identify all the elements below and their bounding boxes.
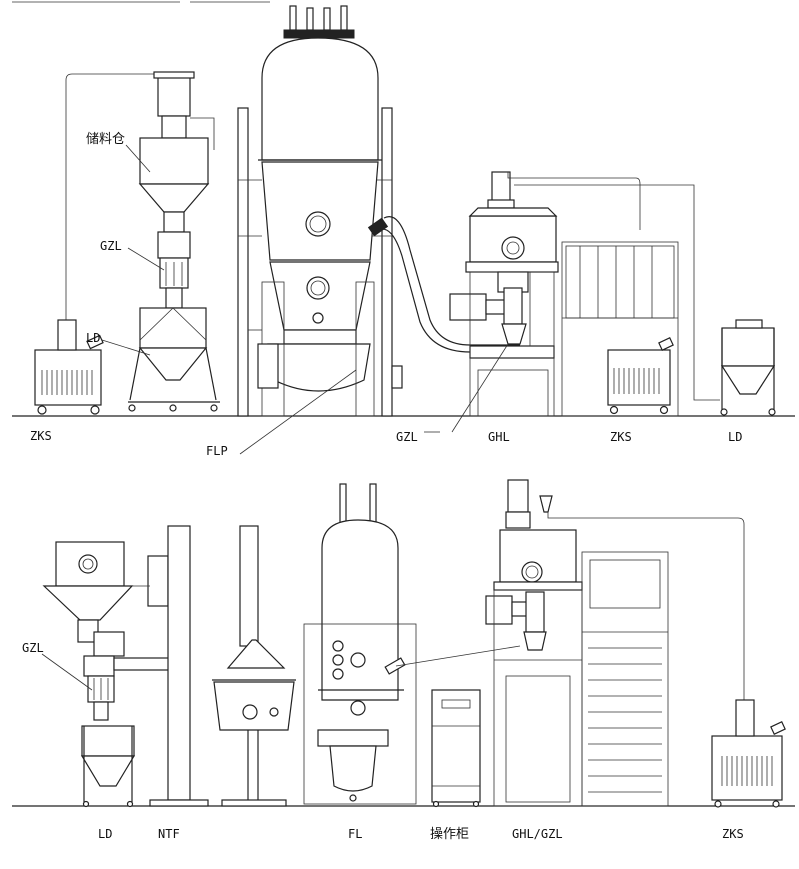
label-storage-bin: 储料仓: [86, 132, 125, 147]
label-gzl-mid: GZL: [396, 430, 418, 444]
fl-fluid-bed-dryer: [303, 483, 417, 805]
flp-fluid-bed-granulator: [237, 5, 403, 417]
zks-vacuum-unit-bottom: [711, 699, 786, 808]
vacuum-pipe-left: [65, 73, 160, 320]
label-control-cabinet: 操作柜: [430, 826, 469, 842]
label-ghl: GHL: [488, 430, 510, 444]
operating-platform: [581, 551, 669, 807]
gzl-transfer-pipe: [383, 216, 520, 346]
bottom-row: GZL LD NTF FL 操作柜 GHL/GZL ZKS: [12, 479, 795, 842]
label-zks: ZKS: [722, 827, 744, 841]
ntf-lift-column: [149, 525, 209, 807]
label-gzl: GZL: [22, 641, 44, 655]
label-fl: FL: [348, 827, 362, 841]
label-flp: FLP: [206, 444, 228, 458]
storage-bin-stack: [128, 71, 220, 412]
control-cabinet: [431, 689, 481, 808]
ghl-gzl-mixer: [485, 479, 583, 807]
ghl-high-shear-mixer: [449, 171, 559, 417]
label-ntf: NTF: [158, 827, 180, 841]
label-ghl-gzl: GHL/GZL: [512, 827, 563, 841]
top-row: 储料仓 GZL LD ZKS FLP GZL GHL ZKS LD: [12, 1, 795, 458]
label-zks-right: ZKS: [610, 430, 632, 444]
ntf-coater: [212, 525, 296, 807]
zks-vacuum-unit-right: [561, 241, 679, 417]
zks-vacuum-unit-left: [34, 319, 104, 415]
label-ld-right: LD: [728, 430, 742, 444]
label-ld: LD: [98, 827, 112, 841]
label-zks-left: ZKS: [30, 429, 52, 443]
ld-bin-right: [720, 319, 776, 416]
label-ld-left: LD: [86, 331, 100, 345]
gzl-lifter-assembly: [42, 541, 187, 808]
label-gzl-left: GZL: [100, 239, 122, 253]
